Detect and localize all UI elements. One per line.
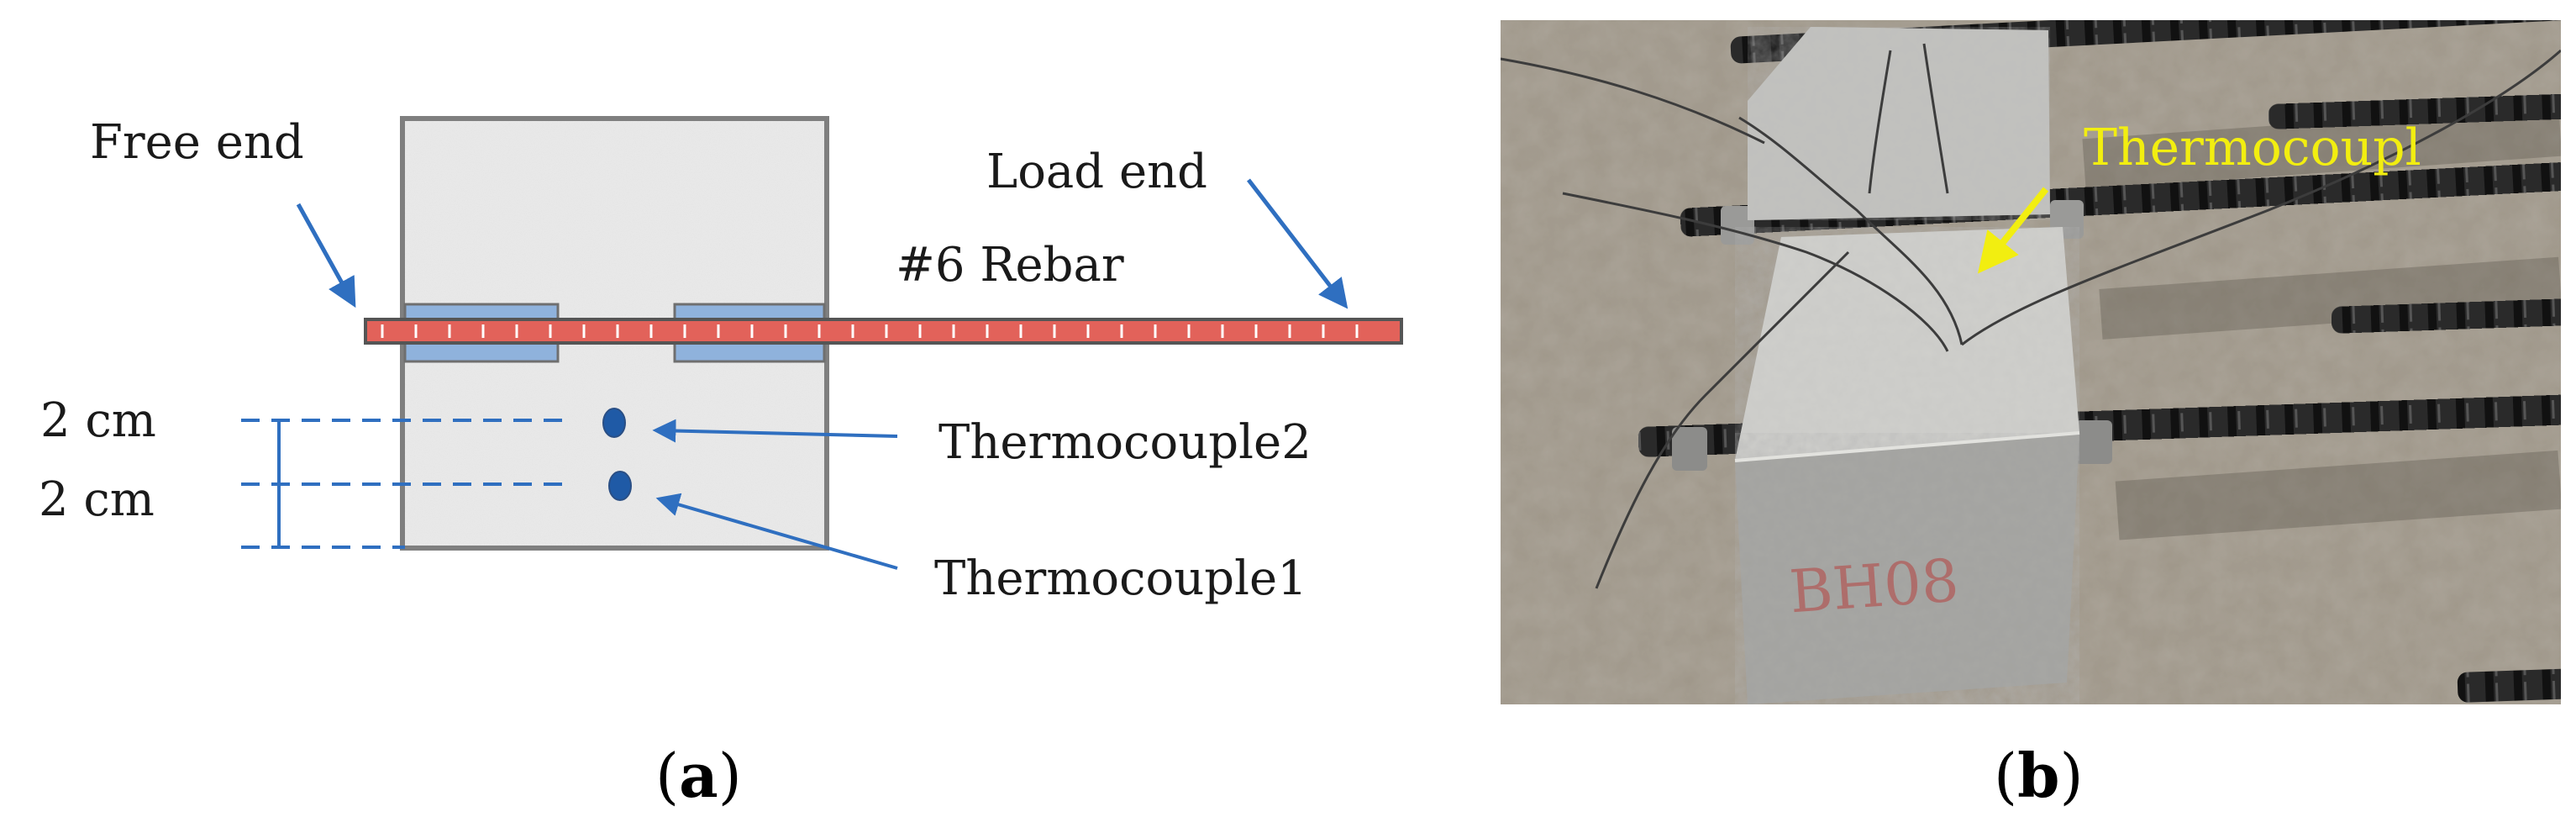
caption-b-close: ) [2059,741,2083,811]
panel-b-photo: BH08 Thermocoupl [1501,20,2561,704]
photo-thermocouple-label: Thermocoupl [2084,119,2421,177]
dimension-lines [241,419,571,549]
caption-a-open: ( [655,741,679,811]
dimension-label-bottom: 2 cm [39,472,155,527]
rebar-label: #6 Rebar [896,238,1124,293]
photo-arrow [1977,187,2049,274]
thermocouple-2-arrow [652,419,898,443]
thermocouple-wires [1501,43,2561,589]
block-marking: BH08 [1787,546,1961,626]
photo-block-front [1734,227,2080,704]
free-end-arrow [296,203,356,308]
rebar-bar [364,318,1403,345]
floor-streaks [2082,105,2561,540]
panel-a-schematic: Free end Load end #6 Rebar 2 cm 2 cm The… [39,115,1403,811]
caption-a: (a) [655,740,742,811]
thermocouple-2-label: Thermocouple2 [938,415,1312,470]
caption-a-letter: a [679,740,718,811]
thermocouple-1-arrow [655,493,898,570]
load-end-label: Load end [986,145,1207,199]
free-end-label: Free end [90,115,304,170]
thermocouple-1-label: Thermocouple1 [934,551,1307,606]
photo-block-rear [1748,27,2050,220]
rebar-ribs [381,324,1359,338]
caption-a-close: ) [718,741,742,811]
caption-b-letter: b [2017,740,2059,811]
caption-b-open: ( [1994,741,2017,811]
load-end-arrow [1247,178,1348,309]
caption-b: (b) [1994,740,2084,811]
dimension-label-top: 2 cm [40,393,156,448]
thermocouple-2-dot [602,408,626,438]
thermocouple-1-dot [608,471,632,501]
